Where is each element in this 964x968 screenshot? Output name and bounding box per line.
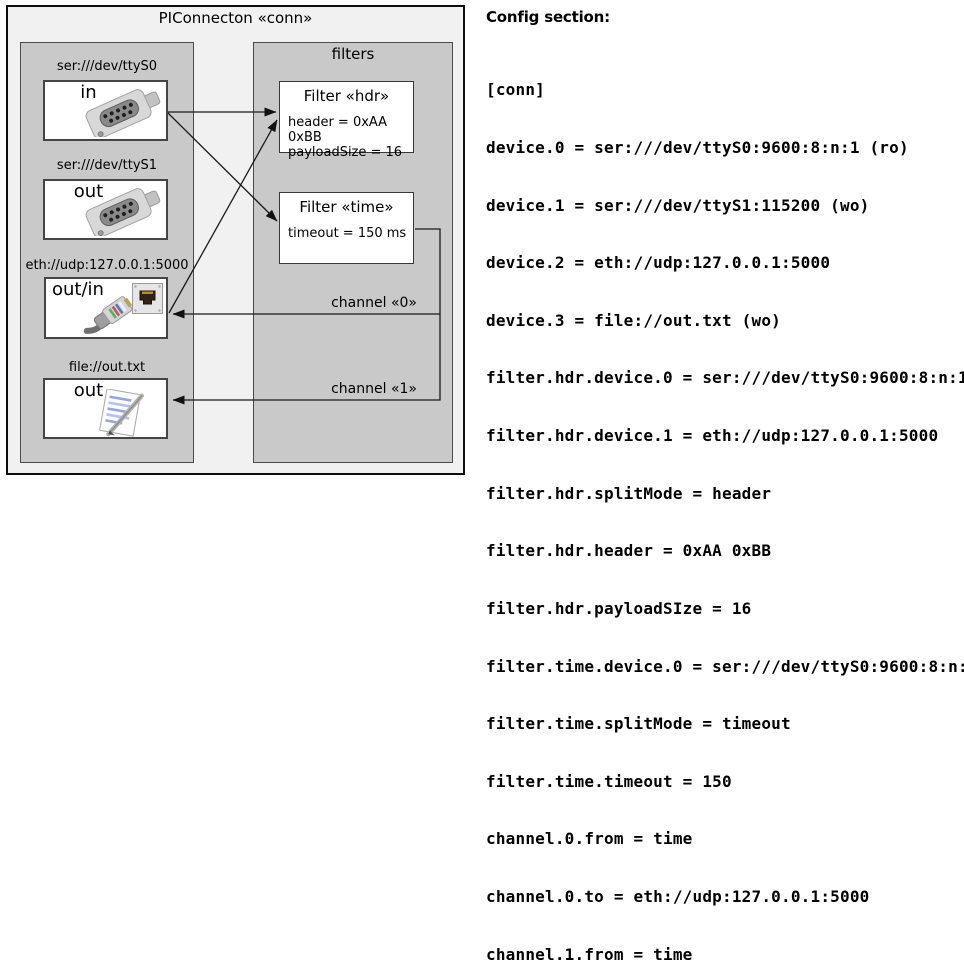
config-line: channel.1.from = time: [486, 944, 693, 964]
device-box-ttys0: in: [43, 80, 168, 141]
config-line: channel.0.from = time: [486, 829, 693, 849]
filter-hdr-title: Filter «hdr»: [303, 87, 390, 105]
channel-1-label: channel «1»: [331, 381, 417, 397]
device-label-eth: eth://udp:127.0.0.1:5000: [25, 258, 189, 273]
device-label-ttys0: ser:///dev/ttyS0: [56, 59, 158, 74]
filter-hdr-props: header = 0xAA 0xBB payloadSize = 16: [288, 115, 411, 160]
config-line: device.2 = eth://udp:127.0.0.1:5000: [486, 253, 831, 273]
device-box-ttys1: out: [43, 179, 168, 240]
notepad-file-icon: [99, 389, 145, 437]
config-line: filter.time.timeout = 150: [486, 771, 732, 791]
filter-prop: payloadSize = 16: [288, 145, 403, 160]
device-box-file: out: [43, 378, 168, 439]
config-line: device.0 = ser:///dev/ttyS0:9600:8:n:1 (…: [486, 138, 909, 158]
device-label-file: file://out.txt: [68, 360, 146, 375]
diagram-title: PIConnecton «conn»: [158, 9, 313, 27]
config-line: filter.hdr.payloadSIze = 16: [486, 598, 752, 618]
channel-0-label: channel «0»: [331, 295, 417, 311]
filter-prop: timeout = 150 ms: [288, 226, 407, 241]
config-line: device.1 = ser:///dev/ttyS1:115200 (wo): [486, 195, 870, 215]
config-line: filter.hdr.header = 0xAA 0xBB: [486, 541, 772, 561]
device-port-label: out/in: [52, 279, 104, 300]
config-line: [conn]: [486, 80, 545, 100]
device-port-label: out: [73, 181, 104, 202]
config-line: channel.0.to = eth://udp:127.0.0.1:5000: [486, 886, 870, 906]
config-line: filter.hdr.device.1 = eth://udp:127.0.0.…: [486, 426, 939, 446]
filter-time-box: Filter «time» timeout = 150 ms: [279, 192, 414, 264]
config-line: filter.time.splitMode = timeout: [486, 714, 791, 734]
config-line: filter.hdr.splitMode = header: [486, 483, 772, 503]
config-line: device.3 = file://out.txt (wo): [486, 310, 781, 330]
config-heading: Config section:: [486, 8, 610, 26]
config-line: filter.time.device.0 = ser:///dev/ttyS0:…: [486, 656, 964, 676]
serial-connector-icon: [85, 188, 161, 236]
filter-prop: header = 0xAA 0xBB: [288, 115, 388, 145]
serial-connector-icon: [85, 89, 161, 137]
config-lines: [conn] device.0 = ser:///dev/ttyS0:9600:…: [486, 42, 964, 968]
filters-panel-title: filters: [331, 45, 375, 63]
device-label-ttys1: ser:///dev/ttyS1: [56, 158, 158, 173]
device-port-label: out: [73, 380, 104, 401]
config-line: filter.hdr.device.0 = ser:///dev/ttyS0:9…: [486, 368, 964, 388]
device-port-label: in: [80, 82, 97, 103]
ethernet-jack-icon: [132, 283, 163, 314]
device-box-eth: out/in: [44, 277, 168, 339]
connection-diagram: PIConnecton «conn» filters ser:///dev/tt…: [0, 0, 470, 484]
filter-hdr-box: Filter «hdr» header = 0xAA 0xBB payloadS…: [279, 81, 414, 160]
filter-time-props: timeout = 150 ms: [288, 226, 411, 241]
filter-time-title: Filter «time»: [299, 198, 394, 216]
ethernet-cable-icon: [83, 296, 133, 334]
